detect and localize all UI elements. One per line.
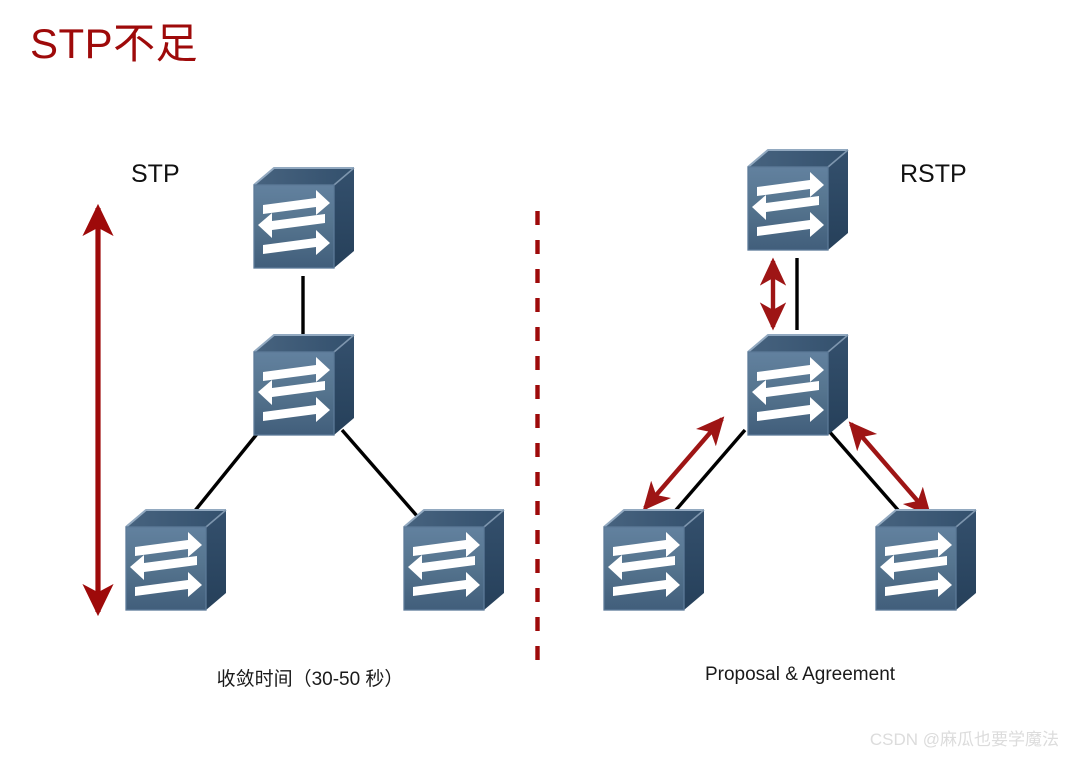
stp-links — [183, 276, 426, 526]
proposal-agreement-arrow-left — [642, 416, 725, 511]
network-switch-icon — [603, 508, 705, 611]
switch-node-rstp-mid[interactable] — [740, 330, 856, 446]
switch-node-rstp-leaf-left[interactable] — [596, 505, 712, 621]
network-switch-icon — [875, 508, 977, 611]
network-switch-icon — [125, 508, 227, 611]
rstp-negotiation-arrows — [642, 257, 932, 517]
switch-node-stp-root[interactable] — [246, 163, 362, 279]
link-stp-mid-to-leaf-right — [340, 428, 426, 526]
network-switch-icon — [747, 148, 849, 251]
csdn-watermark: CSDN @麻瓜也要学魔法 — [869, 730, 1059, 749]
network-switch-icon — [403, 508, 505, 611]
page-title: STP不足 — [30, 20, 199, 67]
caption-proposal-agreement: Proposal & Agreement — [704, 664, 896, 685]
network-switch-icon — [747, 333, 849, 436]
network-switch-icon — [253, 333, 355, 436]
switch-node-stp-leaf-left[interactable] — [118, 505, 234, 621]
network-switch-icon — [253, 166, 355, 269]
switch-node-rstp-root[interactable] — [740, 145, 856, 261]
switch-node-stp-mid[interactable] — [246, 330, 362, 446]
switch-node-rstp-leaf-right[interactable] — [868, 505, 984, 621]
switch-node-stp-leaf-right[interactable] — [396, 505, 512, 621]
panel-label-stp: STP — [131, 160, 180, 188]
panel-label-rstp: RSTP — [900, 160, 967, 188]
caption-convergence-time: 收敛时间（30-50 秒） — [216, 669, 404, 690]
proposal-agreement-arrow-right — [848, 421, 932, 517]
link-stp-mid-to-leaf-left — [183, 422, 267, 525]
